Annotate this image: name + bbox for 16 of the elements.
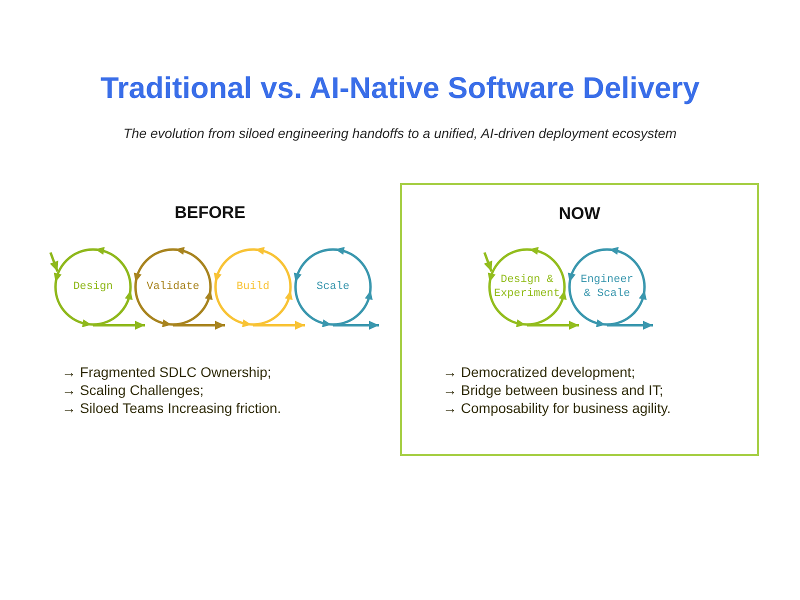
stage-label: Build: [236, 280, 270, 294]
stage-label: Scale: [316, 280, 350, 294]
title: Traditional vs. AI-Native Software Delivery: [100, 71, 700, 107]
bullet-text: → Composability for business agility.: [443, 399, 671, 417]
bullet-text: → Fragmented SDLC Ownership;: [62, 363, 272, 381]
stage-label: Engineer & Scale: [580, 273, 634, 301]
bullet-text: → Democratized development;: [443, 363, 636, 381]
panel-heading: NOW: [558, 204, 600, 224]
stage-label: Design: [73, 280, 113, 294]
bullet-text: → Siloed Teams Increasing friction.: [62, 399, 282, 417]
bullet-text: → Scaling Challenges;: [62, 381, 204, 399]
bullet-text: → Bridge between business and IT;: [443, 381, 664, 399]
stage-label: Validate: [146, 280, 200, 294]
subtitle: The evolution from siloed engineering handoffs to a unified, AI-driven deployment ecosystem: [123, 125, 677, 143]
section-heading: BEFORE: [174, 203, 246, 223]
stage-label: Design & Experiment: [492, 273, 561, 301]
